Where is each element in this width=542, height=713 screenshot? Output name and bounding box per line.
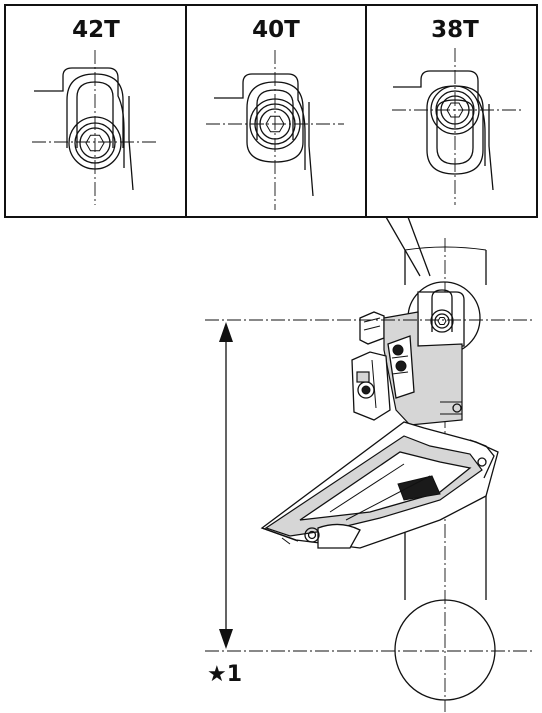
- panel-42t-label: 42T: [72, 17, 120, 43]
- panel-38t: 38T: [392, 17, 522, 205]
- panel-40t-label: 40T: [252, 17, 300, 43]
- mounting-height-dimension: [205, 319, 535, 652]
- bolt-position-high-icon: [392, 48, 522, 205]
- bolt-position-mid-icon: [206, 50, 344, 210]
- panel-38t-label: 38T: [431, 17, 479, 43]
- bottom-bracket-shell: [394, 599, 496, 701]
- panel-40t: 40T: [206, 17, 344, 210]
- front-derailleur-body: [260, 281, 499, 549]
- panel-42t: 42T: [32, 17, 158, 205]
- bolt-position-low-icon: [32, 50, 158, 205]
- dimension-marker-label: ★1: [207, 662, 242, 687]
- detail-callout-leader: [385, 216, 431, 277]
- chainring-size-panels: [4, 4, 538, 218]
